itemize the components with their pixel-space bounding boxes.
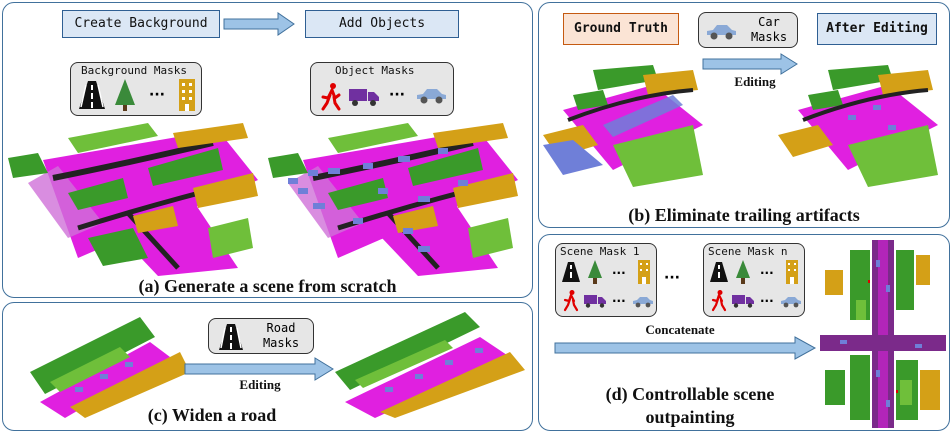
- scene-background-only: [8, 123, 258, 276]
- road-masks-line1: Road: [266, 321, 296, 335]
- building-icon: [786, 260, 798, 284]
- panel-generate-scene: [2, 2, 533, 298]
- road-masks-line2: Masks: [262, 336, 300, 350]
- car-icon: [781, 297, 801, 308]
- background-masks-box: Background Masks ···: [70, 62, 202, 116]
- ellipsis: ···: [760, 266, 774, 280]
- concatenate-label: Concatenate: [645, 322, 715, 337]
- after-editing-label: After Editing: [826, 20, 928, 36]
- scene-with-objects: [268, 123, 518, 276]
- create-background-label: Create Background: [74, 15, 208, 31]
- add-objects-box: Add Objects: [305, 10, 459, 38]
- arrow-right-icon: [223, 12, 295, 36]
- ellipsis: ···: [149, 87, 165, 103]
- caption-b: (b) Eliminate trailing artifacts: [628, 205, 860, 225]
- person-icon: [321, 83, 341, 111]
- editing-arrow-icon: [184, 357, 334, 381]
- person-icon: [563, 290, 579, 312]
- ground-truth-box: Ground Truth: [563, 13, 679, 45]
- concatenate-arrow-icon: [554, 336, 817, 360]
- caption-d-line2: outpainting: [645, 406, 735, 427]
- caption-d: (d) Controllable scene outpainting: [565, 383, 815, 428]
- scene-outpainted: [820, 240, 946, 428]
- building-icon: [179, 79, 195, 111]
- ground-truth-label: Ground Truth: [574, 20, 668, 36]
- car-icon: [707, 25, 736, 40]
- ellipsis-between-masks: ···: [664, 270, 680, 286]
- road-icon: [562, 262, 580, 282]
- road-masks-box: Road Masks: [208, 318, 314, 354]
- caption-a: (a) Generate a scene from scratch: [138, 276, 397, 296]
- panel-scene-outpainting: [538, 234, 950, 431]
- editing-arrow-icon: [702, 53, 798, 75]
- truck-icon: [732, 295, 754, 308]
- car-icon: [417, 89, 446, 104]
- add-objects-label: Add Objects: [338, 15, 426, 31]
- truck-icon: [349, 89, 379, 106]
- scene-mask-n-title: Scene Mask n: [708, 245, 788, 258]
- scene-after-editing: [778, 65, 938, 187]
- person-icon: [711, 290, 727, 312]
- car-masks-box: Car Masks: [698, 12, 798, 48]
- create-background-box: Create Background: [62, 10, 220, 38]
- object-masks-title: Object Masks: [335, 64, 415, 77]
- road-icon: [710, 262, 728, 282]
- background-masks-title: Background Masks: [81, 64, 187, 77]
- car-masks-line1: Car: [758, 15, 780, 29]
- scene-road-before: [30, 317, 190, 418]
- ellipsis: ···: [760, 294, 774, 308]
- truck-icon: [584, 295, 606, 308]
- ellipsis: ···: [612, 294, 626, 308]
- after-editing-box: After Editing: [817, 13, 937, 45]
- car-icon: [633, 297, 653, 308]
- ellipsis: ···: [612, 266, 626, 280]
- scene-ground-truth: [543, 65, 703, 187]
- caption-c: (c) Widen a road: [147, 405, 277, 425]
- scene-road-after: [335, 312, 525, 418]
- scene-mask-n-box: Scene Mask n ··· ···: [703, 243, 805, 317]
- road-icon: [219, 324, 243, 350]
- building-icon: [638, 260, 650, 284]
- editing-label-c: Editing: [239, 377, 281, 392]
- road-icon: [79, 81, 105, 109]
- scene-mask-1-title: Scene Mask 1: [560, 245, 640, 258]
- editing-label-b: Editing: [734, 74, 776, 89]
- panel-widen-road: [2, 302, 533, 431]
- caption-d-line1: (d) Controllable scene: [605, 384, 775, 404]
- tree-icon: [115, 79, 135, 111]
- ellipsis: ···: [389, 87, 405, 103]
- object-masks-box: Object Masks ···: [310, 62, 454, 116]
- panel-eliminate-artifacts: [538, 2, 950, 228]
- car-masks-line2: Masks: [750, 30, 788, 44]
- tree-icon: [588, 260, 602, 284]
- scene-mask-1-box: Scene Mask 1 ··· ···: [555, 243, 657, 317]
- tree-icon: [736, 260, 750, 284]
